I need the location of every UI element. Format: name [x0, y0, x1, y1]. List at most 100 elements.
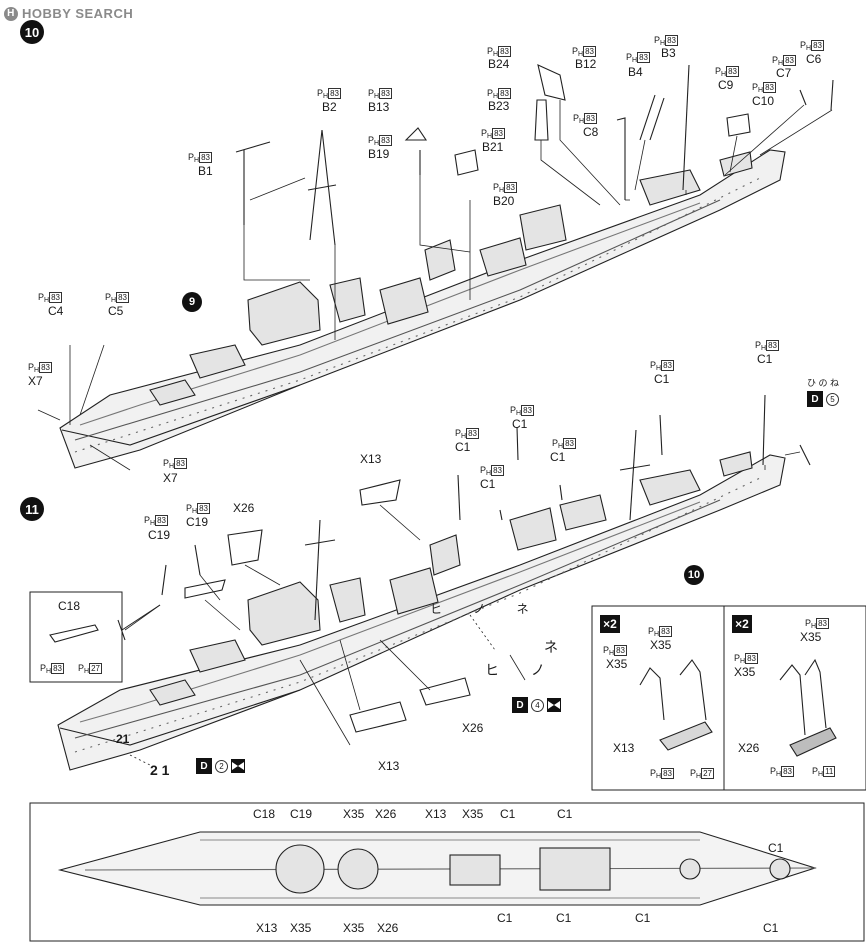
bowtie-flag-icon [231, 759, 245, 773]
decal-ref-d4: D 4 [512, 697, 561, 713]
hull-number-decal: 2 1 [150, 762, 170, 778]
superstructure-step10 [149, 151, 753, 406]
label-x13-top: X13 [360, 452, 382, 466]
plan-label-bottom-c1a: C1 [497, 911, 513, 925]
kana-decal-label: ひ の ね [807, 378, 840, 388]
boat-davit-drawings [639, 658, 837, 757]
plan-label-bottom-x26: X26 [377, 921, 399, 935]
multiplier-x2-left: ×2 [600, 615, 620, 633]
label-b23: B23 [488, 99, 510, 113]
label-x35-a: X35 [650, 638, 672, 652]
plan-label-top-c1a: C1 [500, 807, 516, 821]
leader-lines-step11 [124, 451, 801, 766]
label-c10: C10 [752, 94, 775, 108]
label-c1-lower: C1 [480, 477, 496, 491]
ship-hull-step11 [57, 454, 786, 771]
label-x13-bottom: X13 [378, 759, 400, 773]
label-c1-mid: C1 [512, 417, 528, 431]
label-c6: C6 [806, 52, 822, 66]
hobby-search-watermark: H HOBBY SEARCH [4, 6, 133, 21]
bowtie-flag-icon [547, 698, 561, 712]
label-b20: B20 [493, 194, 515, 208]
plan-label-top-c19: C19 [290, 807, 313, 821]
decal-d-icon: D [196, 758, 212, 774]
kana-decal-near: ヒ ノ [485, 662, 559, 678]
label-c8: C8 [583, 125, 599, 139]
mast-parts-step10 [235, 64, 834, 246]
label-b24: B24 [488, 57, 510, 71]
step-10-badge: 10 [20, 20, 44, 44]
label-c1-deck: C1 [550, 450, 566, 464]
label-c1-mast: C1 [757, 352, 773, 366]
label-x26-bottom: X26 [462, 721, 484, 735]
label-c19-left: C19 [148, 528, 171, 542]
label-b13: B13 [368, 100, 390, 114]
c18-zoom-frame [29, 591, 123, 683]
superstructure-step11 [149, 451, 753, 706]
plan-label-top-x35: X35 [343, 807, 365, 821]
label-b19: B19 [368, 147, 390, 161]
plan-label-bottom-c1c: C1 [635, 911, 651, 925]
label-b3: B3 [661, 46, 676, 60]
plan-label-bottom-x13: X13 [256, 921, 278, 935]
hull-number-21: 21 [116, 732, 130, 746]
label-x35-b: X35 [606, 657, 628, 671]
hull-kana-stencil: ヒ ノ ネ [430, 602, 543, 616]
plan-label-bottom-c1b: C1 [556, 911, 572, 925]
label-x26-boat: X26 [738, 741, 760, 755]
label-c4: C4 [48, 304, 64, 318]
decal-number-5: 5 [826, 392, 839, 406]
label-c1-aft: C1 [654, 372, 670, 386]
c18-boat-detail [49, 619, 126, 643]
decal-ref-d5: D 5 [807, 391, 839, 407]
boat-assembly-frame [591, 605, 866, 791]
decal-number-2: 2 [215, 759, 228, 773]
plan-label-bottom-x35: X35 [290, 921, 312, 935]
label-b2: B2 [322, 100, 337, 114]
h-logo-icon: H [4, 6, 18, 21]
decal-d-icon: D [807, 391, 823, 407]
plan-label-top-c18: C18 [253, 807, 276, 821]
step-11-badge: 11 [20, 497, 44, 521]
label-b21: B21 [482, 140, 504, 154]
decal-ref-d2: D 2 [196, 758, 245, 774]
plan-label-top-x13: X13 [425, 807, 447, 821]
label-c19-right: C19 [186, 515, 209, 529]
plan-label-right-c1: C1 [768, 841, 784, 855]
label-c9: C9 [718, 78, 734, 92]
label-x35-d: X35 [734, 665, 756, 679]
